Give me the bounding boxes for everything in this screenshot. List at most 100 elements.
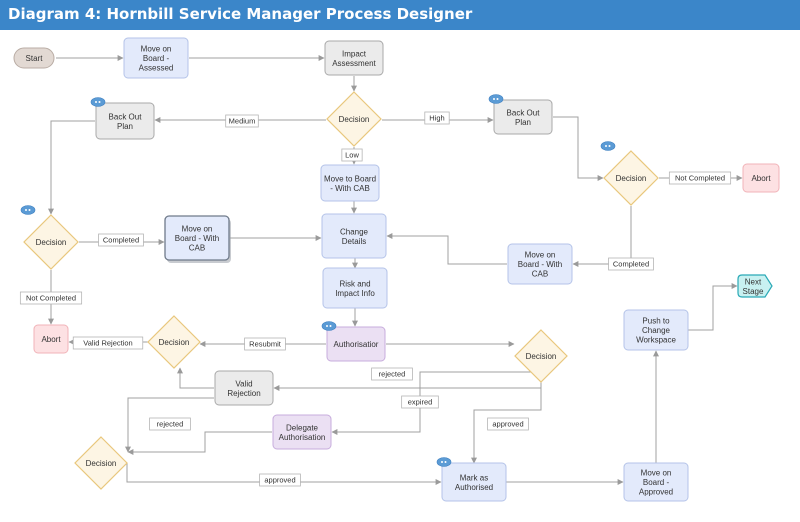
node-move-board-cab-top[interactable]: Move to Board- With CAB (320, 164, 380, 202)
edge-label-box (608, 257, 654, 271)
node-box (441, 462, 507, 502)
chat-bubble-icon[interactable] (20, 205, 36, 215)
node-decision-right[interactable]: Decision (600, 141, 659, 206)
connector-decision-right-cab[interactable] (572, 206, 632, 267)
bubble-dot (605, 145, 607, 147)
chat-bubble-icon[interactable] (321, 321, 337, 331)
node-label-line: Start (26, 54, 44, 63)
node-box (324, 40, 384, 76)
node-label-line: Authorisatior (334, 340, 379, 349)
node-box (33, 324, 69, 354)
edge-label-box (424, 111, 450, 125)
bubble-dot (98, 101, 101, 103)
node-decision-auth[interactable]: Decision (514, 329, 568, 383)
edge-label-text: High (429, 114, 444, 123)
node-label-line: Move on (141, 45, 172, 54)
node-label-line: Abort (41, 335, 61, 344)
bubble-shape (321, 321, 337, 331)
edge-label-medium: Medium (225, 114, 259, 128)
connector-backout-right-decision[interactable] (553, 116, 604, 181)
chat-bubble-icon[interactable] (90, 97, 106, 107)
node-start[interactable]: Start (13, 47, 55, 69)
node-label-line: Mark as (460, 473, 488, 482)
chat-bubble-icon[interactable] (436, 457, 452, 467)
edge-label-box (371, 367, 413, 381)
next-stage-tag (737, 274, 773, 298)
connector-valid-decision-bottom[interactable] (125, 397, 214, 453)
node-box (623, 309, 689, 351)
connector-valid-decision-mid[interactable] (177, 367, 214, 389)
node-label-line: Authorisation (279, 433, 326, 442)
edge-label-rejected-lower: rejected (149, 417, 191, 431)
node-label-line: Impact (342, 49, 367, 58)
node-decision-main[interactable]: Decision (326, 91, 382, 147)
node-label-line: CAB (189, 244, 205, 253)
node-decision-bottom[interactable]: Decision (74, 436, 128, 490)
connector-backout-left-decision[interactable] (48, 120, 95, 215)
edge-label-text: rejected (157, 420, 184, 429)
decision-diamond (74, 436, 128, 490)
connector-push-next[interactable] (688, 283, 738, 331)
edge-label-box (259, 473, 301, 487)
edge-label-text: Completed (103, 236, 139, 245)
bubble-dot (444, 461, 447, 463)
connector-cab-right-change[interactable] (386, 233, 507, 265)
bubble-dot (496, 98, 499, 100)
connector-decision-bottom-mark[interactable] (126, 463, 442, 485)
node-abort-right[interactable]: Abort (742, 163, 780, 193)
edge-label-text: approved (264, 476, 295, 485)
chat-bubble-icon[interactable] (488, 94, 504, 104)
bubble-shape (488, 94, 504, 104)
node-label-line: CAB (532, 270, 548, 279)
start-pill (13, 47, 55, 69)
connector-decision-auth-mark[interactable] (471, 382, 542, 464)
node-decision-left[interactable]: Decision (20, 205, 79, 270)
node-box (164, 215, 230, 261)
edge-label-box (72, 336, 144, 350)
node-label-line: - With CAB (330, 184, 370, 193)
bubble-shape (90, 97, 106, 107)
edge-label-text: Not Completed (26, 294, 76, 303)
decision-diamond (514, 329, 568, 383)
chat-bubble-icon[interactable] (600, 141, 616, 151)
bubble-dot (493, 98, 495, 100)
node-box (320, 164, 380, 202)
node-label-line: Stage (743, 287, 764, 296)
node-box (95, 102, 155, 140)
node-label-line: Move to Board (324, 174, 376, 183)
node-label-line: Plan (515, 118, 531, 127)
node-label-line: Decision (86, 459, 117, 468)
node-decision-mid[interactable]: Decision (147, 315, 201, 369)
edge-label-resubmit: Resubmit (244, 337, 286, 351)
connector-decision-auth-valid[interactable] (273, 382, 542, 391)
connector-delegate-decision-bottom[interactable] (127, 431, 272, 455)
node-box (326, 326, 386, 362)
node-abort-left[interactable]: Abort (33, 324, 69, 354)
node-label-line: Move on (525, 251, 556, 260)
bubble-dot (95, 101, 97, 103)
bubble-shape (20, 205, 36, 215)
edge-label-low: Low (341, 148, 363, 162)
node-label-line: Board - With (518, 260, 562, 269)
decision-diamond (147, 315, 201, 369)
bubble-dot (441, 461, 443, 463)
bubble-shape (436, 457, 452, 467)
node-authorisation[interactable]: Authorisatior (321, 321, 386, 362)
